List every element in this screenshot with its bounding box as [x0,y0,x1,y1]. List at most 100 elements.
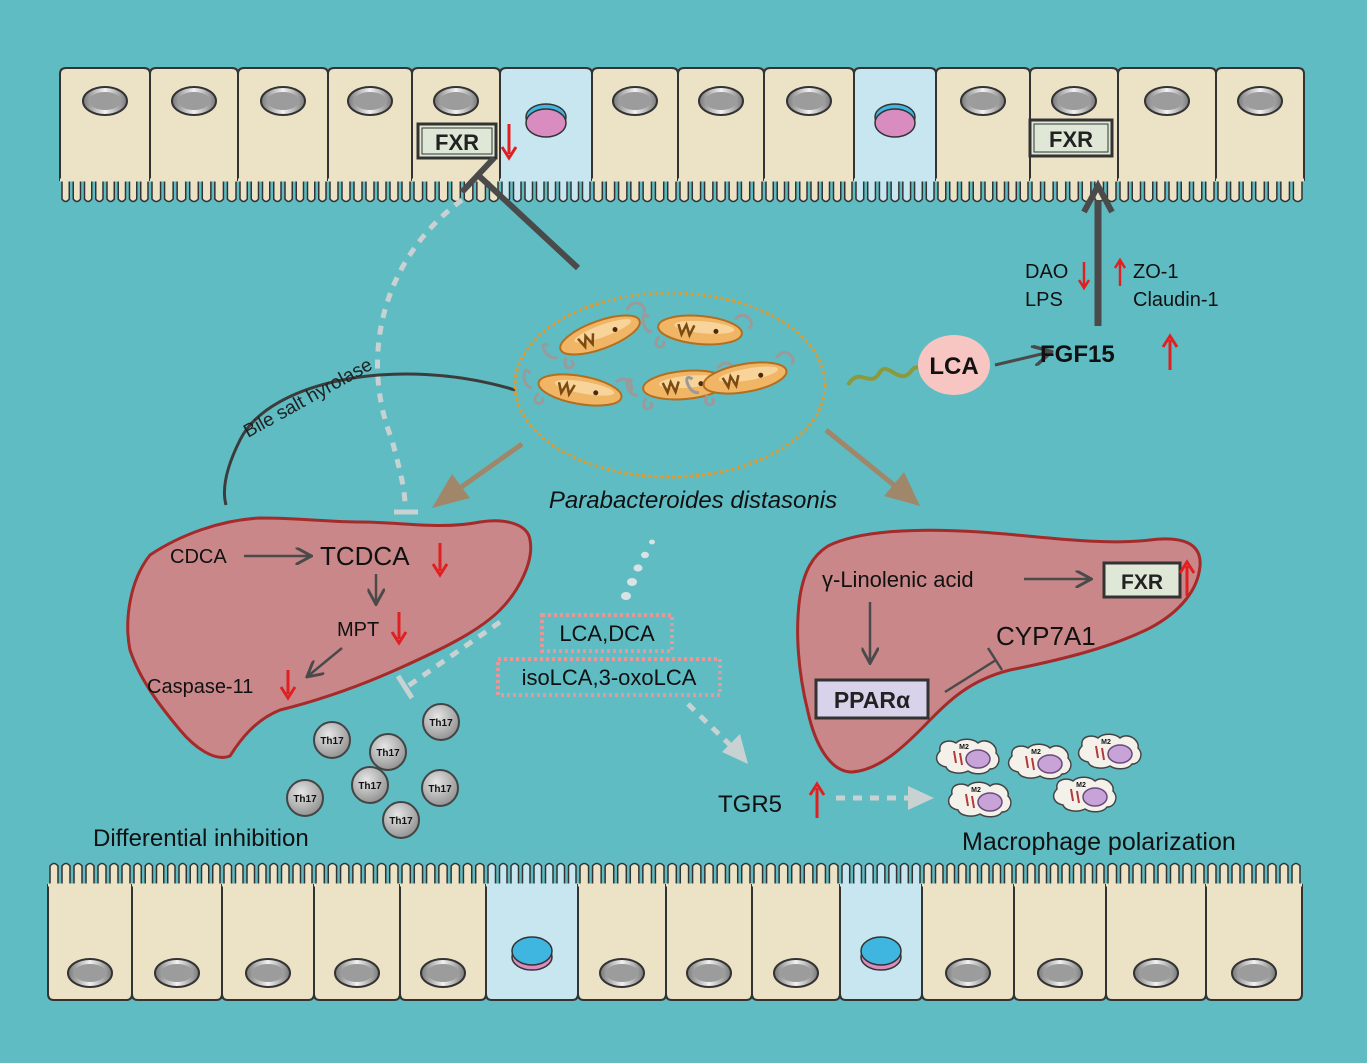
th17-cell: Th17 [382,801,420,839]
macrophage-label: M2 [959,744,969,751]
epithelial-cell [1117,67,1217,203]
epithelial-cell [921,862,1015,1001]
goblet-cell [853,67,937,203]
epithelial-cell [1105,862,1207,1001]
dao-label: DAO [1025,261,1068,283]
epithelial-cell [577,862,667,1001]
macrophage-icon: M2 [935,738,1000,775]
th17-label: Th17 [428,784,452,795]
tgr5-label: TGR5 [718,791,782,818]
goblet-cell [839,862,923,1001]
fgf15-to-fxr-arrow [1081,179,1115,326]
th17-cell: Th17 [369,733,407,771]
right-liver-fxr-label: FXR [1121,571,1163,594]
isolca-box: isoLCA,3-oxoLCA [496,657,722,697]
epithelial-cell [313,862,401,1001]
right-fxr-up-arrow [1178,559,1196,596]
macrophage-icon: M2 [1007,743,1072,780]
tgr5-up-arrow [808,781,826,818]
bacteria-ellipse [513,291,827,479]
bile-acid-dot-trail [621,539,655,600]
epithelial-cell [237,67,329,203]
tgr5-dashed-arrowhead [722,734,748,764]
macrophage-icon: M2 [947,781,1012,818]
epithelial-cell [221,862,315,1001]
th17-inhibit-bar [395,674,415,700]
bile-acid-dot [649,539,655,545]
fxr-left-box: FXR [416,122,498,160]
fxr-right-box: FXR [1028,118,1114,158]
epithelial-cell [665,862,753,1001]
bacterium-icon [522,368,634,407]
ppara-label: PPARα [834,687,910,713]
inhibit-fxr-line [459,155,581,271]
left-liver [126,516,533,759]
bacterium-icon [625,361,736,411]
bile-salt-hydrolase-curve [222,372,516,506]
bottom-intestinal-epithelium [47,862,1303,1001]
epithelial-cell [1215,67,1305,203]
zo1-claudin-up-arrow [1113,257,1127,286]
arrow-to-right-liver [824,428,920,506]
bile-acid-dot [641,551,649,559]
bile-acid-dot [627,578,637,586]
mpt-to-caspase-arrow [308,647,343,676]
lca-dca-label: LCA,DCA [559,621,655,646]
gamma-linolenic-label: γ-Linolenic acid [822,567,974,592]
epithelial-cell [935,67,1031,203]
epithelial-cell [1013,862,1107,1001]
th17-label: Th17 [389,816,413,827]
lps-label: LPS [1025,289,1063,311]
dao-lps-down-arrow [1077,262,1091,291]
bacteria-name: Parabacteroides distasonis [549,487,837,514]
epithelial-cell [59,67,151,203]
bacterium-icon [685,351,795,407]
th17-inhibit-dashed [406,619,502,689]
th17-cell: Th17 [286,779,324,817]
lca-to-fgf15-arrow [994,352,1050,367]
macrophage-label: M2 [1076,782,1086,789]
epithelial-cell [751,862,841,1001]
th17-label: Th17 [376,748,400,759]
th17-label: Th17 [358,781,382,792]
epithelial-cell [763,67,855,203]
epithelial-cell [149,67,239,203]
tcdca-label: TCDCA [320,541,410,571]
fxr-tcdca-dashed-path [375,197,464,506]
epithelial-cell [677,67,765,203]
epithelial-cell [327,67,413,203]
epithelial-cell [131,862,223,1001]
ppara-box: PPARα [814,678,930,720]
lca-bubble-label: LCA [929,353,978,380]
lca-dca-box: LCA,DCA [540,613,674,653]
macrophage-label: M2 [1101,739,1111,746]
bacterium-icon [641,313,753,349]
macrophage-label: M2 [971,787,981,794]
th17-label: Th17 [293,794,317,805]
epithelial-cell [47,862,133,1001]
tcdca-down-arrow [431,543,449,578]
cdca-label: CDCA [170,546,227,568]
fxr-right-label: FXR [1049,127,1093,152]
th17-cell: Th17 [421,769,459,807]
caspase11-down-arrow [279,670,297,701]
macrophage-dashed-arrowhead [908,786,934,810]
arrow-to-left-liver [432,441,524,508]
epithelial-cell [399,862,487,1001]
fgf15-up-arrow [1161,333,1179,370]
epithelial-cell [591,67,679,203]
ppara-inhibit-cyp7a1-line [944,658,997,694]
right-liver-fxr-box: FXR [1102,561,1182,599]
epithelial-cell [1205,862,1303,1001]
caspase11-label: Caspase-11 [147,676,253,698]
lca-bubble [918,335,990,395]
mpt-down-arrow [390,612,408,646]
fxr-left-label: FXR [435,130,479,155]
bacterium-icon [541,301,646,370]
zo1-label: ZO-1 [1133,261,1179,283]
th17-label: Th17 [320,736,344,747]
ppara-inhibit-bar [986,647,1004,671]
